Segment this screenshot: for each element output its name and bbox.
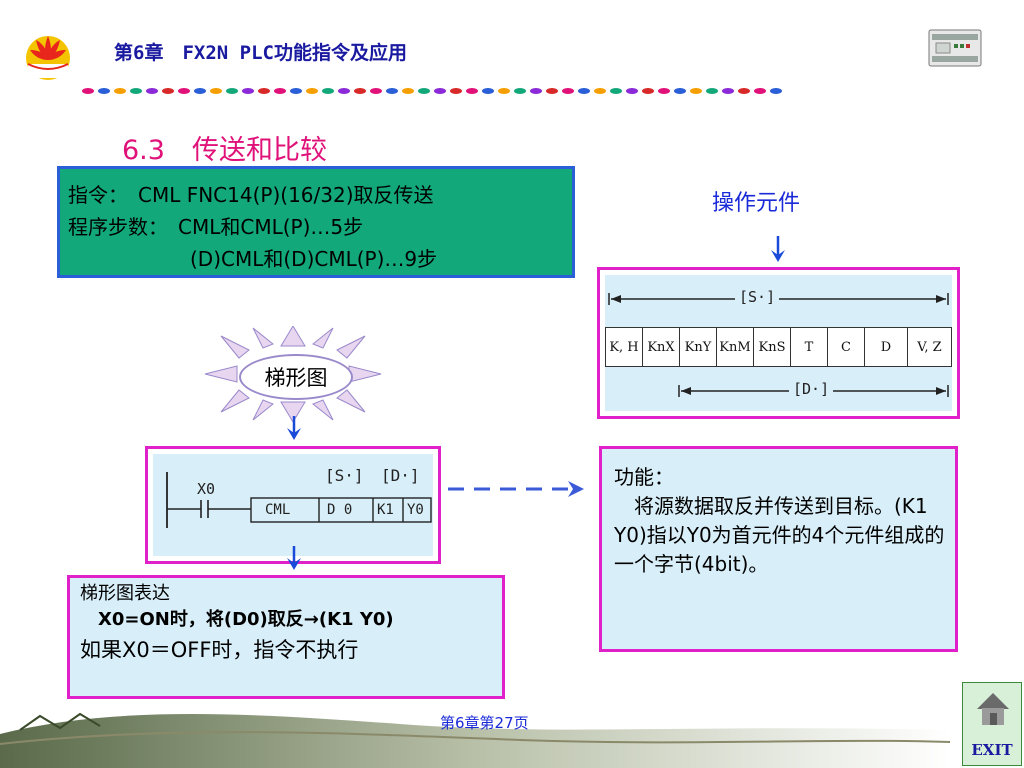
ladder-source-cell: D 0 [327,502,353,518]
divider-dot [594,88,606,94]
expression-on-line: X0=ON时，将(D0)取反→(K1 Y0) [80,609,394,630]
divider-dot [514,88,526,94]
plc-device-icon [928,29,982,67]
function-title: 功能： [614,465,674,489]
divider-dot [114,88,126,94]
dest-range-arrow [678,385,949,397]
ladder-rungs [166,472,432,528]
divider-dot [546,88,558,94]
arrow-down-icon [287,416,301,440]
divider-dot [722,88,734,94]
operand-cell: K, H [605,327,643,367]
divider-dot [578,88,590,94]
ladder-panel: X0 [S·] [D·] CML D 0 K1 Y0 [153,454,433,556]
arrow-down-icon [771,236,785,262]
divider-dot [210,88,222,94]
divider-dot [706,88,718,94]
ladder-diagram-box: X0 [S·] [D·] CML D 0 K1 Y0 [145,446,441,564]
operand-panel: [S·] K, H KnX KnY KnM KnS T C D V, Z [D·… [605,275,952,411]
ladder-expression-box: 梯形图表达 X0=ON时，将(D0)取反→(K1 Y0) 如果X0＝OFF时，指… [67,575,505,699]
operand-cell: KnS [753,327,791,367]
header-divider [82,88,782,94]
divider-dot [498,88,510,94]
arrow-down-icon [287,546,301,570]
ladder-dest-cell: Y0 [407,502,424,518]
divider-dot [562,88,574,94]
operand-cell: KnX [642,327,680,367]
divider-dot [450,88,462,94]
divider-dot [658,88,670,94]
ladder-label-badge: 梯形图 [203,326,383,422]
divider-dot [242,88,254,94]
exit-button[interactable]: EXIT [962,682,1022,766]
divider-dot [402,88,414,94]
divider-dot [226,88,238,94]
chapter-title: 第6章 FX2N PLC功能指令及应用 [114,42,407,64]
divider-dot [738,88,750,94]
divider-dot [434,88,446,94]
divider-dot [146,88,158,94]
divider-dot [98,88,110,94]
divider-dot [354,88,366,94]
divider-dot [482,88,494,94]
operand-box: [S·] K, H KnX KnY KnM KnS T C D V, Z [D·… [597,267,960,419]
operand-cell: D [864,327,908,367]
divider-dot [626,88,638,94]
divider-dot [194,88,206,94]
contact-label: X0 [197,480,216,498]
source-range-arrow [608,293,949,305]
program-steps-line: 程序步数： CML和CML(P)…5步 [68,215,364,239]
operand-cell: T [790,327,828,367]
divider-dot [642,88,654,94]
divider-dot [690,88,702,94]
instruction-box: 指令： CML FNC14(P)(16/32)取反传送 程序步数： CML和CM… [57,166,575,278]
source-range-label: [S·] [739,288,776,306]
divider-dot [290,88,302,94]
ladder-source-label: [S·] [325,466,364,485]
logo-icon [26,36,70,80]
divider-dot [770,88,782,94]
ladder-k-cell: K1 [377,502,394,518]
operand-cell: V, Z [907,327,952,367]
home-icon [977,693,1009,725]
function-box: 功能： 将源数据取反并传送到目标。(K1 Y0)指以Y0为首元件的4个元件组成的… [599,446,958,652]
operand-cell: KnM [716,327,754,367]
divider-dot [610,88,622,94]
divider-dot [338,88,350,94]
divider-dot [130,88,142,94]
ladder-instruction-cell: CML [265,502,291,518]
dashed-arrow-right-icon [448,481,584,497]
exit-label: EXIT [971,741,1013,759]
divider-dot [274,88,286,94]
expression-title: 梯形图表达 [80,583,170,604]
section-title: 6.3 传送和比较 [122,135,327,166]
expression-off-line: 如果X0＝OFF时，指令不执行 [80,638,359,662]
divider-dot [386,88,398,94]
divider-dot [82,88,94,94]
divider-dot [258,88,270,94]
divider-dot [162,88,174,94]
function-description: 将源数据取反并传送到目标。(K1 Y0)指以Y0为首元件的4个元件组成的一个字节… [614,494,945,576]
divider-dot [178,88,190,94]
divider-dot [306,88,318,94]
divider-dot [418,88,430,94]
footer-landscape [0,712,950,768]
divider-dot [322,88,334,94]
divider-dot [530,88,542,94]
ladder-dest-label: [D·] [381,466,420,485]
divider-dot [466,88,478,94]
ladder-label: 梯形图 [239,354,353,400]
program-steps-double-line: (D)CML和(D)CML(P)…9步 [190,247,438,271]
divider-dot [674,88,686,94]
page-number: 第6章第27页 [440,714,529,732]
divider-dot [370,88,382,94]
operand-cell: C [827,327,865,367]
operand-label: 操作元件 [712,191,801,216]
operand-cell: KnY [679,327,717,367]
divider-dot [754,88,766,94]
dest-range-label: [D·] [793,380,830,398]
instruction-line: 指令： CML FNC14(P)(16/32)取反传送 [68,183,434,207]
